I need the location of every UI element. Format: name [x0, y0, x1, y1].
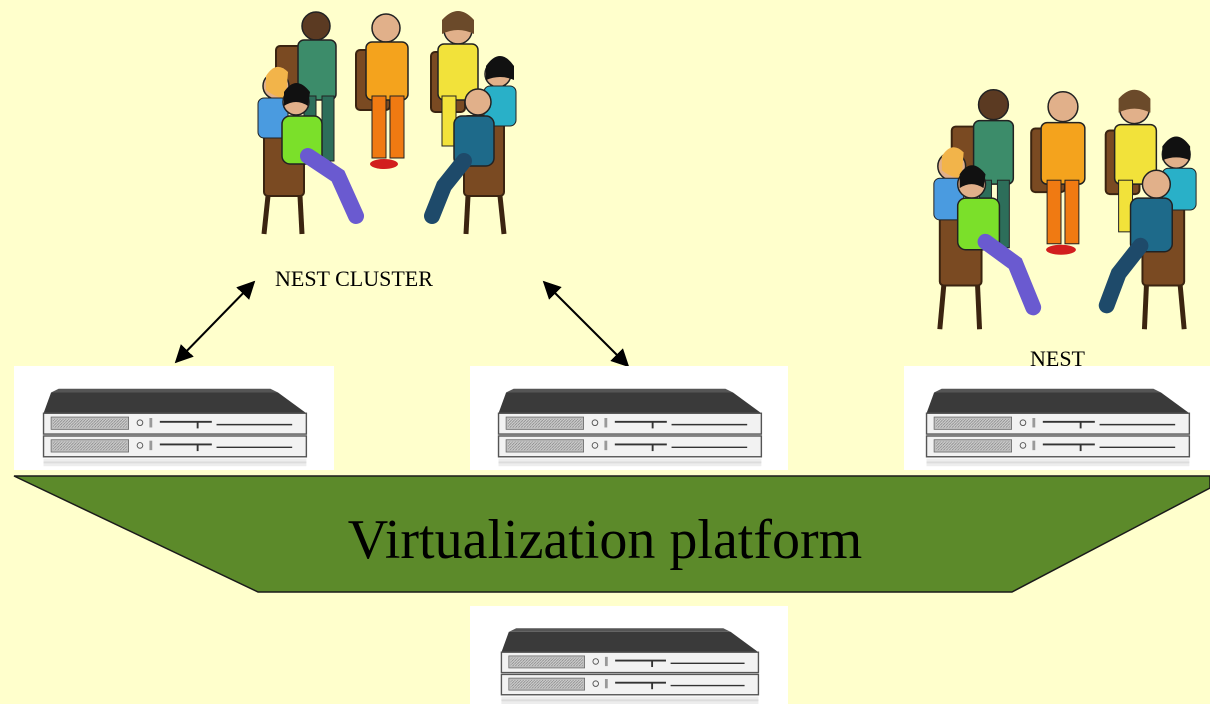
double-arrow-icon — [174, 280, 256, 364]
people-group-icon — [912, 80, 1210, 340]
people-group-icon — [236, 6, 536, 236]
platform-label: Virtualization platform — [347, 509, 863, 571]
rack-server-icon — [470, 366, 788, 470]
double-arrow-icon — [542, 280, 630, 368]
cluster-label: NEST CLUSTER — [275, 266, 433, 291]
rack-server-icon — [904, 366, 1210, 470]
rack-server-icon — [470, 606, 788, 704]
rack-server-icon — [14, 366, 334, 470]
